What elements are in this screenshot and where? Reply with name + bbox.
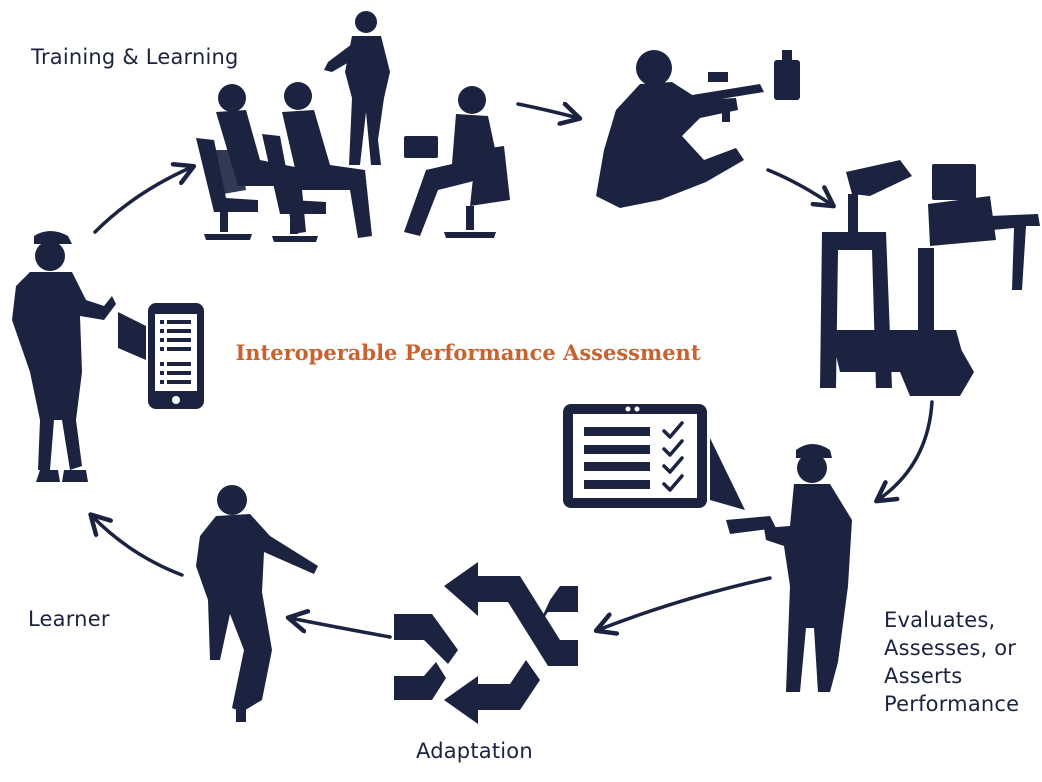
learner-soldier-icon bbox=[12, 231, 116, 482]
checklist-tablet-icon bbox=[563, 404, 745, 510]
arrow-simulator-to-evaluator bbox=[878, 400, 934, 500]
arrow-learner-to-training bbox=[93, 167, 192, 234]
shuffle-adapt-icon bbox=[394, 562, 578, 724]
arrow-evaluator-to-adaptation bbox=[598, 576, 772, 630]
label-evaluates: Evaluates, Assesses, or Asserts Performa… bbox=[884, 608, 1020, 716]
kneeling-marksman-icon bbox=[596, 50, 800, 208]
patrol-soldier-icon bbox=[196, 485, 318, 722]
smartphone-icon bbox=[118, 303, 204, 409]
label-learner: Learner bbox=[28, 607, 110, 631]
diagram-title: Interoperable Performance Assessment bbox=[235, 340, 701, 365]
label-training-learning: Training & Learning bbox=[31, 45, 239, 69]
shooting-simulator-icon bbox=[820, 160, 1040, 396]
classroom-training-icon bbox=[196, 11, 510, 242]
arrow-marksman-to-simulator bbox=[766, 168, 832, 205]
arrow-training-to-marksman bbox=[516, 104, 578, 118]
cycle-arrows bbox=[92, 104, 934, 639]
arrow-patrol-to-learner bbox=[92, 516, 184, 577]
evaluator-soldier-icon bbox=[726, 444, 852, 692]
arrow-adaptation-to-patrol bbox=[290, 618, 392, 639]
label-adaptation: Adaptation bbox=[416, 739, 533, 763]
